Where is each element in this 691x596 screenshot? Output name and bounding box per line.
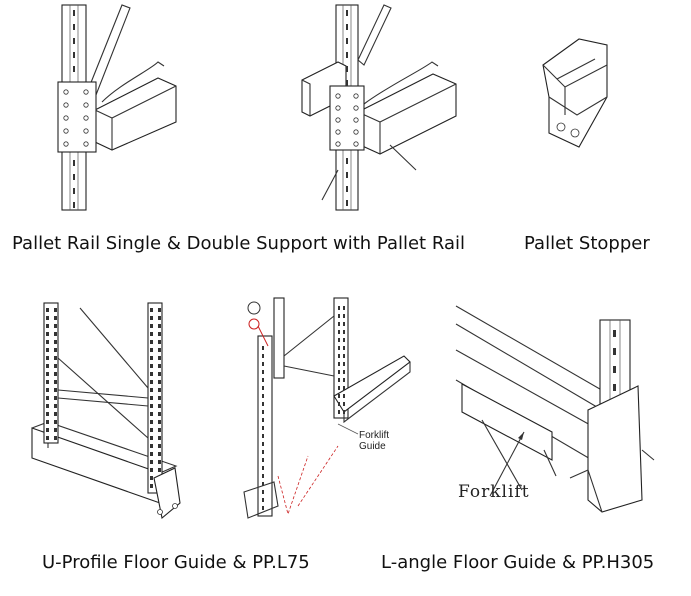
single-support-drawing [40, 0, 180, 215]
caption-u-profile: U-Profile Floor Guide & PP.L75 [42, 552, 310, 573]
u-profile-drawing [30, 298, 190, 528]
double-support-drawing [298, 0, 468, 215]
pallet-stopper-drawing [535, 35, 615, 155]
forklift-label: Forklift [458, 482, 530, 502]
l-angle-drawing: Forklift [452, 300, 662, 518]
forklift-guide-drawing: Forklift Guide [238, 296, 418, 526]
forklift-guide-label: Forklift Guide [359, 430, 389, 452]
caption-l-angle: L-angle Floor Guide & PP.H305 [381, 552, 655, 573]
caption-support: Pallet Rail Single & Double Support with… [12, 233, 465, 254]
caption-stopper: Pallet Stopper [524, 233, 650, 254]
